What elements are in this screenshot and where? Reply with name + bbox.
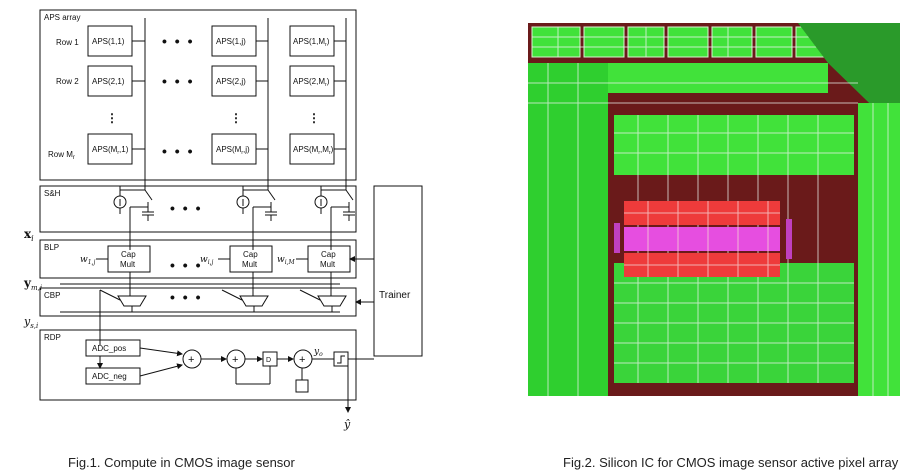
y-s-i-label: ys,i <box>23 315 38 330</box>
cap-mult-j-text-a: Cap <box>243 250 258 259</box>
blp-label: BLP <box>44 243 59 252</box>
ic-layout-image <box>528 23 900 396</box>
aps-1-j-text: APS(1,j) <box>216 37 246 46</box>
compute-cmos-diagram: APS array S&H BLP CBP RDP Trainer Row 1 … <box>23 9 423 431</box>
aps-1-1-text: APS(1,1) <box>92 37 125 46</box>
adder-3-plus: + <box>299 354 305 366</box>
delay-text: D <box>266 357 271 364</box>
mux-j <box>239 295 269 307</box>
row-m-label: Row Mr <box>48 150 75 161</box>
aps-2-1-text: APS(2,1) <box>92 77 125 86</box>
magenta-block <box>624 227 780 251</box>
y-o-label: yo <box>313 347 323 358</box>
mux-1 <box>117 295 147 307</box>
aps-2-m-text: APS(2,Mr) <box>293 77 330 88</box>
cap-mult-m-text-a: Cap <box>321 250 336 259</box>
sh-frame <box>39 185 357 233</box>
adder-2-plus: + <box>232 354 238 366</box>
vdots-col-1: ⋮ <box>106 111 118 125</box>
rdp-label: RDP <box>44 333 61 342</box>
aps-m-m-text: APS(Mr,Mr) <box>293 145 334 156</box>
cap-mult-1-text-a: Cap <box>121 250 136 259</box>
y-m-i-label: ym,i <box>23 276 42 292</box>
aps-2-j-text: APS(2,j) <box>216 77 246 86</box>
vdots-col-j: ⋮ <box>230 111 242 125</box>
aps-array-frame <box>39 9 357 181</box>
mux-m <box>317 295 347 307</box>
vdots-col-m: ⋮ <box>308 111 320 125</box>
adder-1-plus: + <box>188 354 194 366</box>
adc-neg-text: ADC_neg <box>92 372 127 381</box>
cap-mult-j-text-b: Mult <box>242 260 258 269</box>
aps-m-1-text: APS(Mr,1) <box>92 145 129 156</box>
cap-mult-1-text-b: Mult <box>120 260 136 269</box>
adc-pos-text: ADC_pos <box>92 344 126 353</box>
aps-1-m-text: APS(1,Mr) <box>293 37 330 48</box>
weight-1-label: w1,j <box>80 255 95 266</box>
rdp-frame <box>39 329 357 401</box>
y-hat-label: ŷ <box>343 418 351 431</box>
row-1-label: Row 1 <box>56 38 79 47</box>
hdots-row-2: • • • <box>162 73 194 89</box>
figure-2-caption: Fig.2. Silicon IC for CMOS image sensor … <box>563 455 899 470</box>
trainer-block <box>373 185 423 357</box>
x-i-label: xi <box>24 227 34 243</box>
hdots-cbp: • • • <box>170 289 202 305</box>
row-2-label: Row 2 <box>56 77 79 86</box>
aps-array-label: APS array <box>44 13 80 22</box>
aps-m-j-text: APS(Mr,j) <box>216 145 250 156</box>
bias-block <box>295 379 309 393</box>
cbp-label: CBP <box>44 291 60 300</box>
hdots-blp: • • • <box>170 257 202 273</box>
hdots-row-1: • • • <box>162 33 194 49</box>
cap-mult-m-text-b: Mult <box>320 260 336 269</box>
weight-i-label: wi,j <box>200 255 214 266</box>
sh-label: S&H <box>44 189 61 198</box>
trainer-label: Trainer <box>379 290 411 301</box>
hdots-sh: • • • <box>170 200 202 216</box>
hdots-row-m: • • • <box>162 143 194 159</box>
figure-1-caption: Fig.1. Compute in CMOS image sensor <box>68 455 295 470</box>
weight-m-label: wi,M <box>277 255 296 266</box>
